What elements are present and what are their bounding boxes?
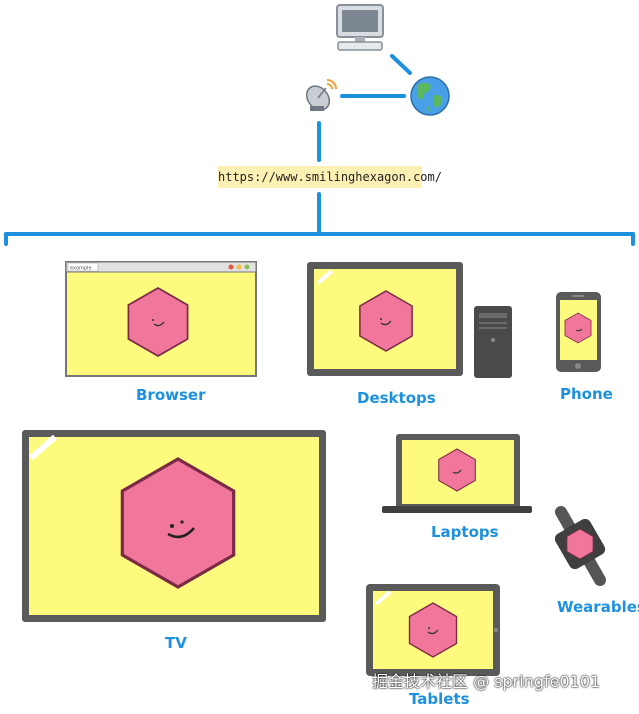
phone-label: Phone — [560, 385, 613, 403]
phone-device — [556, 292, 601, 372]
laptops-label: Laptops — [431, 523, 499, 541]
desktop-computer-icon — [336, 4, 384, 51]
tablets-label: Tablets — [409, 690, 470, 708]
connection-lines — [4, 54, 635, 246]
tablet-device — [366, 584, 500, 676]
browser-tab-label: example — [70, 266, 92, 272]
wearable-device — [554, 506, 606, 586]
browser-label: Browser — [136, 386, 206, 404]
desktop-tower — [474, 306, 512, 378]
watermark: 掘金技术社区 @ springfe0101 — [372, 672, 601, 691]
desktops-label: Desktops — [357, 389, 436, 407]
line-computer-globe — [390, 54, 412, 75]
laptop-device — [382, 434, 532, 513]
desktop-monitor — [307, 262, 463, 376]
url-label: https://www.smilinghexagon.com/ — [218, 166, 442, 188]
globe-icon — [410, 76, 450, 116]
satellite-dish-icon — [305, 79, 337, 111]
tv-label: TV — [165, 634, 187, 652]
wearables-label: Wearables — [557, 598, 639, 616]
browser-device: example — [65, 261, 257, 377]
tv-device — [22, 430, 326, 622]
